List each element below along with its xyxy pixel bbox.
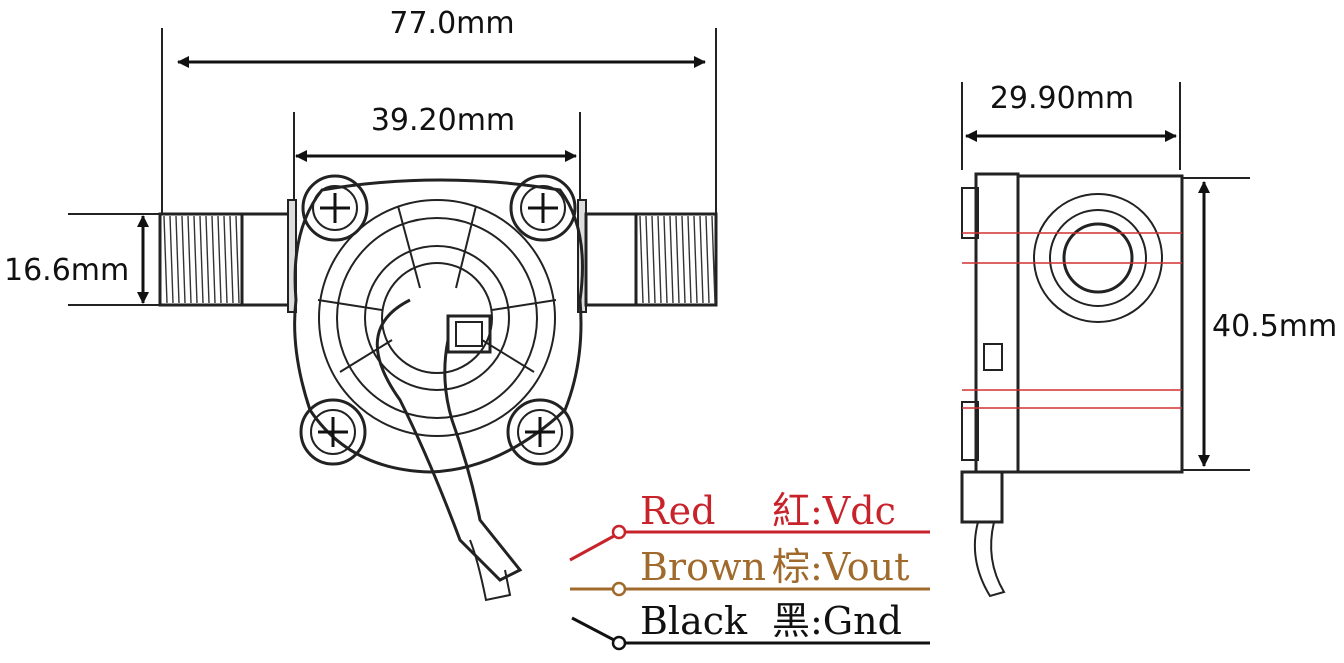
spoke-1	[397, 205, 421, 289]
side-width-label: 29.90mm	[990, 81, 1134, 116]
inner-ring	[364, 245, 510, 391]
screw-bottom-left	[299, 398, 367, 466]
spoke-4	[491, 299, 557, 311]
black-wire-cjk: 黑	[772, 599, 810, 643]
screw-bottom-right	[506, 398, 574, 466]
cable-end	[469, 539, 512, 602]
brown-wire-name: Brown	[640, 545, 766, 589]
black-wire-lead	[571, 616, 615, 642]
sensor-cable	[375, 298, 523, 582]
spoke-5	[339, 339, 393, 373]
side-view: 29.90mm 40.5mm	[960, 81, 1337, 598]
black-wire-signal: :Gnd	[810, 599, 902, 643]
overall-length-label: 77.0mm	[389, 6, 514, 41]
connector-socket	[446, 314, 492, 354]
middle-ring	[336, 217, 538, 419]
spoke-2	[455, 205, 477, 289]
right-pipe-neck	[584, 212, 638, 307]
black-wire-terminal	[611, 635, 627, 651]
side-flange	[974, 172, 1020, 474]
front-view: 77.0mm 39.20mm 16.6mm	[4, 6, 718, 602]
black-wire-name: Black	[640, 599, 748, 643]
connector-pin	[455, 321, 483, 347]
brown-wire-terminal	[611, 581, 627, 597]
left-thread-lines	[163, 215, 240, 304]
brown-wire-signal: :Vout	[810, 545, 909, 589]
red-wire-cjk: 紅	[772, 489, 810, 533]
wiring-legend: Red 紅 :Vdc Brown 棕 :Vout Black 黑 :Gnd	[569, 489, 930, 651]
side-connector	[960, 470, 1004, 524]
right-thread	[634, 212, 718, 307]
height-label: 40.5mm	[1212, 309, 1337, 344]
spoke-3	[317, 299, 383, 311]
side-screw-bottom	[961, 401, 979, 461]
red-wire-lead	[569, 534, 615, 562]
red-wire-signal: :Vdc	[810, 489, 896, 533]
thread-diameter-label: 16.6mm	[4, 253, 129, 288]
screw-top-left	[301, 174, 369, 242]
red-wire-terminal	[611, 524, 627, 540]
side-inner-circle	[1062, 222, 1134, 294]
side-cable	[973, 521, 1006, 598]
screw-top-right	[509, 174, 577, 242]
brown-wire-cjk: 棕	[772, 545, 810, 589]
body-width-label: 39.20mm	[371, 103, 515, 138]
core-ring	[381, 262, 493, 374]
left-pipe-neck	[240, 212, 292, 307]
red-wire-name: Red	[640, 489, 715, 533]
outer-ring	[318, 199, 556, 437]
side-body	[1016, 174, 1184, 474]
side-screw-top	[961, 187, 979, 239]
right-thread-lines	[639, 215, 716, 304]
side-mid-circle	[1049, 209, 1147, 307]
side-tab	[983, 343, 1003, 371]
side-outer-circle	[1033, 193, 1163, 323]
